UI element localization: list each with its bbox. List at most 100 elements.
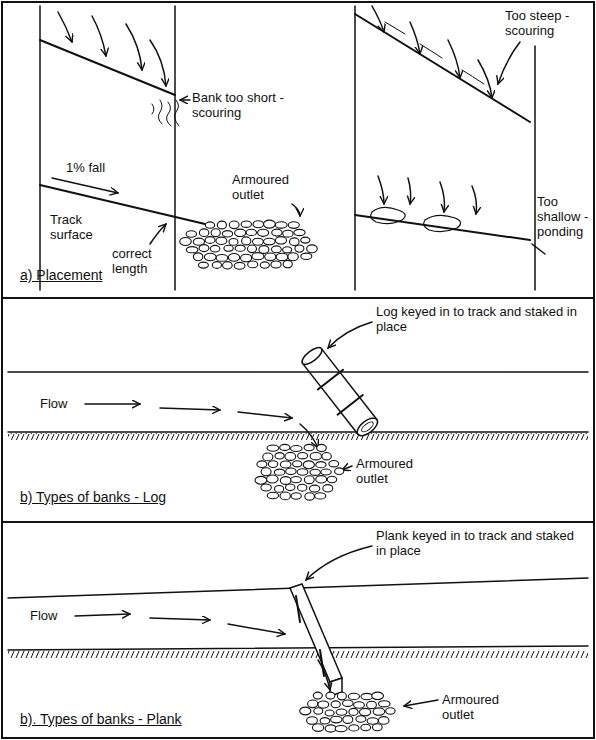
stone: [312, 724, 323, 732]
stone: [186, 231, 196, 237]
stone: [386, 708, 395, 715]
log-bank: [8, 322, 588, 470]
stone: [331, 716, 342, 723]
stone: [307, 245, 318, 253]
stone: [310, 453, 321, 460]
stone: [309, 485, 319, 492]
stone: [275, 486, 284, 493]
stone: [255, 476, 267, 484]
panel-divider: [2, 521, 594, 523]
stone: [317, 444, 327, 451]
stone: [372, 724, 382, 731]
stone: [223, 262, 233, 269]
callout-label: Armoured outlet: [356, 456, 446, 486]
stone: [361, 724, 371, 730]
stone: [235, 229, 246, 236]
callout-label: Flow: [40, 396, 90, 411]
stone: [267, 445, 279, 451]
stone: [315, 493, 326, 499]
stone: [199, 245, 209, 252]
callout-label: Too shallow -ponding: [537, 194, 592, 239]
stone: [265, 253, 276, 261]
stone: [318, 701, 329, 708]
stone: [275, 237, 286, 244]
stone: [205, 222, 214, 228]
stone: [378, 717, 389, 725]
callout-label: Armoured outlet: [442, 692, 532, 722]
stone: [326, 692, 335, 699]
stone: [303, 461, 314, 469]
stone: [224, 245, 233, 251]
stone: [260, 262, 269, 268]
stone: [316, 476, 327, 483]
callout-label: 1% fall: [66, 160, 136, 175]
stone: [205, 237, 215, 244]
stone: [198, 262, 208, 268]
stone: [300, 707, 311, 715]
stone: [268, 461, 277, 468]
callout-label: Flow: [30, 608, 80, 623]
stone: [304, 476, 314, 484]
stone: [271, 261, 281, 268]
track-right: [355, 6, 545, 290]
stone: [314, 708, 323, 714]
stone: [367, 701, 377, 708]
stone: [229, 239, 238, 246]
stone: [367, 718, 378, 724]
stone: [298, 453, 308, 459]
stone: [283, 247, 292, 253]
callout-label: Plank keyed in to track and staked in pl…: [376, 528, 586, 558]
stone: [335, 468, 344, 475]
stone: [304, 444, 314, 450]
stone: [372, 692, 384, 699]
stone: [241, 254, 252, 262]
stone: [354, 702, 365, 708]
stone: [335, 726, 347, 732]
stone: [291, 446, 303, 452]
stone: [348, 693, 359, 699]
stone: [320, 718, 330, 724]
stone: [283, 230, 293, 237]
stone: [349, 725, 359, 731]
stone: [337, 692, 346, 700]
stone: [217, 221, 226, 229]
stone: [280, 477, 291, 485]
stone: [286, 484, 295, 491]
stone: [329, 461, 339, 467]
stone: [294, 229, 305, 235]
stone: [307, 717, 318, 725]
stone: [229, 221, 239, 229]
stone: [199, 229, 208, 237]
stone: [343, 700, 354, 706]
stone: [313, 692, 322, 699]
stone: [267, 492, 278, 499]
panel-divider: [2, 297, 594, 299]
callout-label: correct length: [112, 246, 174, 276]
callout-label: Armoured outlet: [232, 172, 312, 202]
stone: [261, 484, 271, 491]
stone: [343, 716, 353, 724]
stone: [193, 253, 202, 261]
stone: [259, 246, 269, 254]
stone: [216, 255, 228, 262]
stone: [323, 485, 333, 492]
stone: [336, 709, 347, 715]
stone: [186, 247, 198, 253]
stone: [272, 229, 282, 236]
stone: [361, 693, 373, 699]
stone: [305, 493, 315, 500]
stone: [204, 253, 216, 260]
stone: [290, 238, 300, 246]
stone: [356, 716, 366, 723]
stone: [310, 469, 320, 475]
callout-label: Log keyed in to track and staked in plac…: [376, 304, 586, 334]
stone: [293, 461, 302, 467]
stone: [228, 254, 239, 262]
panel-caption: b). Types of banks - Plank: [20, 712, 182, 727]
stone: [248, 261, 258, 268]
stone: [325, 710, 334, 716]
stone: [288, 222, 299, 229]
stone: [308, 700, 318, 708]
